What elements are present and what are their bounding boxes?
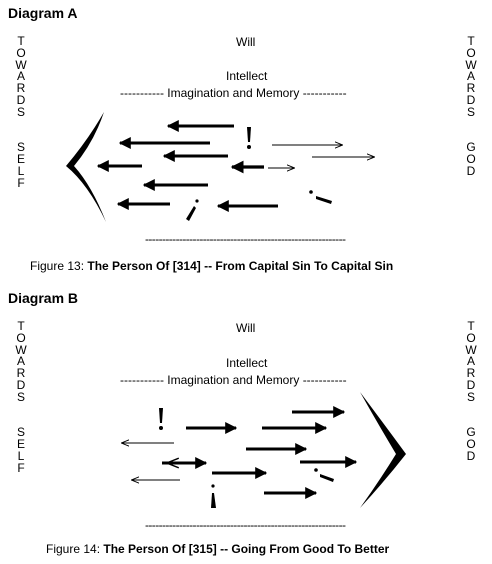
letter: T [467,34,475,48]
letter: S [16,140,25,155]
letter: G [466,140,476,155]
diagram-b-caption-title: The Person Of [315] -- Going From Good T… [103,542,390,556]
diagram-b-right-chevron [360,392,406,508]
diagram-a-arrows [96,120,374,212]
diagram-a-intellect-label: Intellect [226,69,268,83]
diagram-b-arrows [122,406,358,499]
diagram-b-caption: Figure 14: The Person Of [315] -- Going … [46,542,390,556]
letter: W [15,342,27,357]
letter: F [17,460,25,475]
letter: W [15,57,27,72]
letter: R [466,81,476,96]
diagram-a-will-label: Will [236,35,256,49]
letter: F [17,175,25,190]
letter: A [466,69,475,84]
letter: A [466,354,475,369]
diagram-b-intellect-label: Intellect [226,356,268,370]
diagram-b-bottom-dashes: ----------------------------------------… [145,518,346,532]
letter: R [466,366,476,381]
letter: R [16,366,26,381]
letter: G [466,425,476,440]
letter: T [467,319,475,333]
diagram-a-caption: Figure 13: The Person Of [314] -- From C… [30,259,394,273]
letter: S [466,104,475,119]
letter: T [17,319,25,333]
letter: E [16,151,25,166]
diagram-a-title: Diagram A [8,5,78,21]
letter: O [16,330,26,345]
diagram-b-title: Diagram B [8,290,79,306]
letter: W [465,342,477,357]
letter: O [466,436,476,451]
letter: D [16,377,26,392]
letter: O [466,330,476,345]
letter: R [16,81,26,96]
letter: A [16,354,25,369]
letter: O [16,45,26,60]
letter: D [466,377,476,392]
letter: S [16,425,25,440]
diagram-b-will-label: Will [236,321,256,335]
diagram-a-marks [186,127,332,221]
letter: D [466,163,476,178]
letter: D [16,92,26,107]
letter: L [17,163,25,178]
letter: W [465,57,477,72]
diagram-a-imagination-memory-label: ----------- Imagination and Memory -----… [120,86,347,100]
letter: S [466,389,475,404]
diagram-b-marks [159,408,334,508]
letter: A [16,69,25,84]
letter: D [466,448,476,463]
letter: D [466,92,476,107]
letter: O [466,45,476,60]
diagram-a-caption-title: The Person Of [314] -- From Capital Sin … [87,259,394,273]
letter: T [17,34,25,48]
diagram-b-imagination-memory-label: ----------- Imagination and Memory -----… [120,373,347,387]
letter: S [16,389,25,404]
letter: L [17,448,25,463]
letter: S [16,104,25,119]
letter: O [466,151,476,166]
letter: E [16,436,25,451]
diagram-a-bottom-dashes: ----------------------------------------… [145,232,346,246]
diagram-a-left-chevron [66,112,106,222]
